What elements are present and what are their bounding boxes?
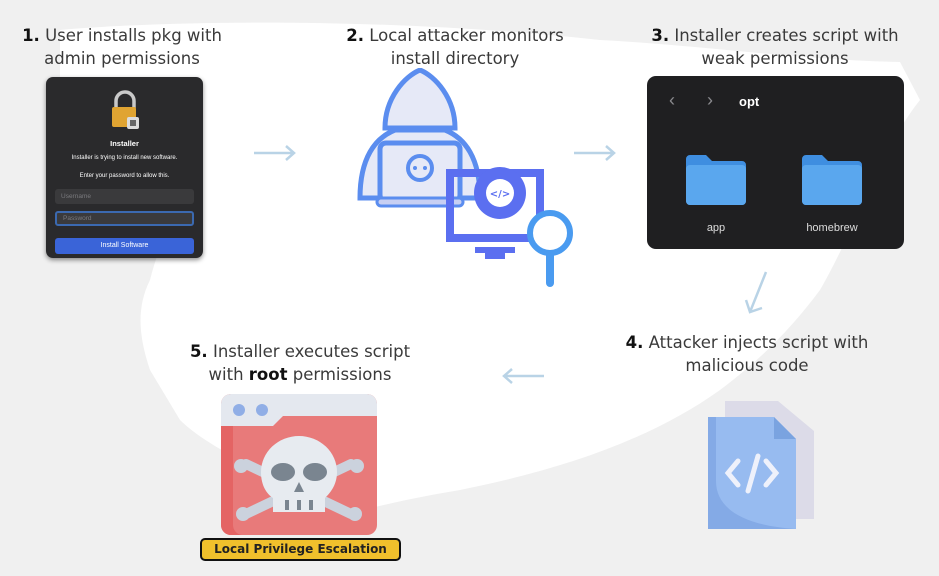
folder-label-app: app: [706, 222, 726, 234]
install-software-button[interactable]: Install Software: [55, 238, 194, 254]
finder-path: opt: [739, 94, 760, 109]
folder-label-homebrew: homebrew: [806, 222, 858, 234]
folder-icon[interactable]: [684, 153, 748, 207]
step-4-title: 4. Attacker injects script with maliciou…: [625, 333, 869, 375]
svg-text:</>: </>: [490, 189, 510, 200]
hooded-attacker-icon: </>: [357, 68, 573, 287]
malware-window-skull-icon: [221, 394, 377, 535]
arrow-down-left-icon: [744, 271, 768, 314]
forward-icon[interactable]: ›: [707, 90, 713, 110]
arrow-right-icon: [574, 145, 616, 161]
dialog-prompt: Enter your password to allow this.: [79, 173, 170, 179]
arrow-right-icon: [254, 145, 296, 161]
arrow-left-icon: [502, 368, 544, 384]
dialog-message: Installer is trying to install new softw…: [71, 155, 178, 161]
local-privilege-escalation-badge: Local Privilege Escalation: [200, 538, 401, 561]
lock-icon: [112, 90, 139, 129]
finder-window: ‹ › opt app homebrew: [647, 76, 904, 249]
password-field[interactable]: Password: [55, 211, 194, 226]
step-2-title: 2. Local attacker monitors install direc…: [346, 26, 564, 68]
installer-dialog: Installer Installer is trying to install…: [46, 77, 203, 258]
username-field[interactable]: Username: [55, 189, 194, 204]
step-1-title: 1. User installs pkg with admin permissi…: [22, 26, 222, 68]
back-icon[interactable]: ‹: [669, 90, 675, 110]
dialog-title: Installer: [110, 139, 139, 148]
folder-icon[interactable]: [800, 153, 864, 207]
step-5-title: 5. Installer executes script with root p…: [189, 342, 411, 384]
code-file-icon: [708, 401, 814, 529]
step-3-title: 3. Installer creates script with weak pe…: [651, 26, 899, 68]
